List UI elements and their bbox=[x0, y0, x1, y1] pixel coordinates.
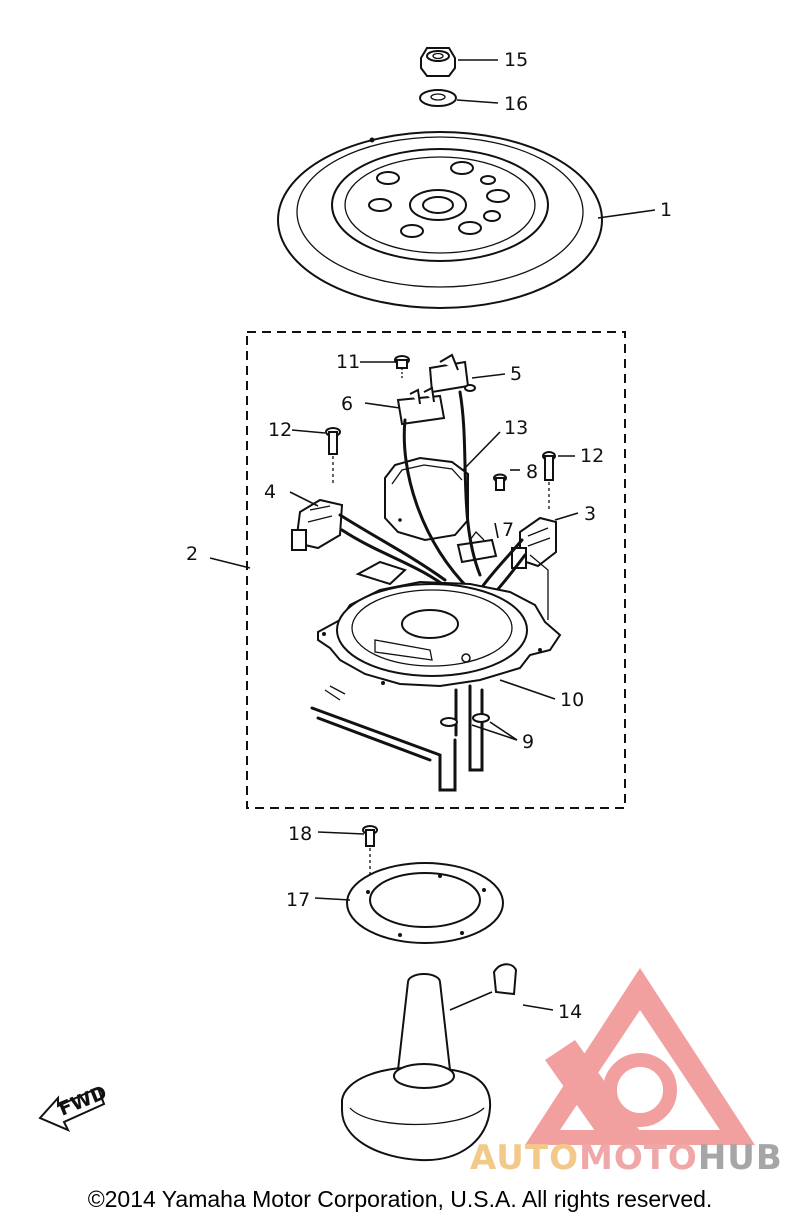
fwd-arrow-icon: FWD bbox=[38, 1082, 110, 1132]
part-crankshaft bbox=[341, 973, 492, 1162]
part-base-plate-10 bbox=[317, 560, 562, 688]
part-pulser-coil-5 bbox=[428, 353, 476, 394]
brand-auto: AUTO bbox=[470, 1138, 579, 1178]
leader-lines bbox=[209, 59, 656, 1011]
part-screw-12-right bbox=[542, 451, 556, 512]
part-screw-8 bbox=[493, 473, 507, 491]
brand-moto: MOTO bbox=[578, 1138, 698, 1178]
callout-10: 10 bbox=[560, 689, 584, 711]
brand-hub: HUB bbox=[697, 1138, 783, 1178]
part-nut bbox=[420, 47, 456, 77]
callout-15: 15 bbox=[504, 49, 528, 71]
callout-5: 5 bbox=[510, 363, 522, 385]
part-key-14 bbox=[492, 963, 518, 996]
part-screw-18 bbox=[362, 825, 378, 895]
callout-8: 8 bbox=[526, 461, 538, 483]
callout-17: 17 bbox=[286, 889, 310, 911]
callout-16: 16 bbox=[504, 93, 528, 115]
callout-7: 7 bbox=[502, 519, 514, 541]
watermark-brand-text: AUTOMOTOHUB bbox=[470, 1138, 783, 1178]
watermark-logo bbox=[525, 968, 755, 1145]
stator-assembly-box bbox=[246, 331, 626, 809]
callout-1: 1 bbox=[660, 199, 672, 221]
fwd-label: FWD bbox=[56, 1082, 110, 1121]
callout-11: 11 bbox=[336, 351, 360, 373]
callout-labels: 15 16 1 2 3 4 5 6 7 8 9 10 11 12 12 13 1… bbox=[186, 49, 672, 1023]
part-flywheel bbox=[277, 131, 603, 309]
callout-9: 9 bbox=[522, 731, 534, 753]
part-retainer-plate-17 bbox=[346, 862, 504, 944]
callout-6: 6 bbox=[341, 393, 353, 415]
part-charge-coil-6 bbox=[396, 386, 446, 426]
part-screw-12-left bbox=[325, 427, 341, 486]
part-ignition-coil-4 bbox=[291, 498, 344, 551]
callout-13: 13 bbox=[504, 417, 528, 439]
callout-18: 18 bbox=[288, 823, 312, 845]
part-leads-9 bbox=[310, 684, 490, 792]
callout-14: 14 bbox=[558, 1001, 582, 1023]
callout-4: 4 bbox=[264, 481, 276, 503]
copyright-notice: ©2014 Yamaha Motor Corporation, U.S.A. A… bbox=[87, 1186, 713, 1212]
callout-12-left: 12 bbox=[268, 419, 292, 441]
callout-12-right: 12 bbox=[580, 445, 604, 467]
part-clip-7 bbox=[456, 531, 498, 564]
callout-2: 2 bbox=[186, 543, 198, 565]
part-washer bbox=[419, 89, 457, 107]
callout-3: 3 bbox=[584, 503, 596, 525]
part-screw-11 bbox=[394, 355, 410, 378]
